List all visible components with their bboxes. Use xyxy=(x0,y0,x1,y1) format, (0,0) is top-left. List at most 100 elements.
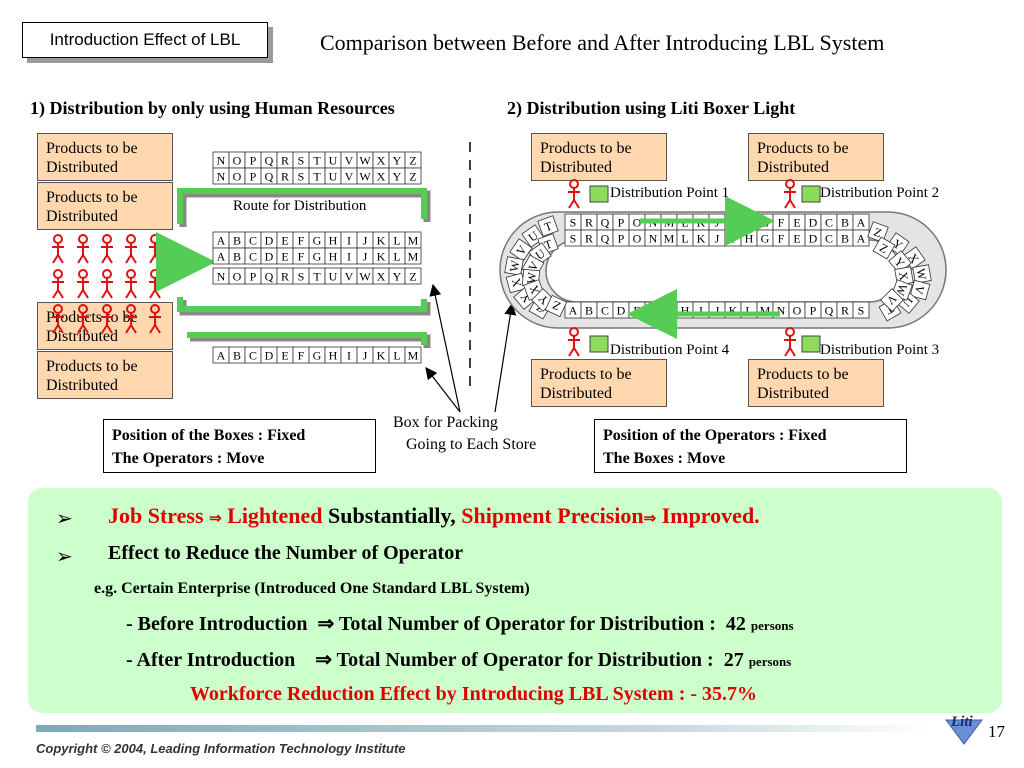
conveyor-top-letter: P xyxy=(618,232,625,246)
left-box-letter: N xyxy=(217,154,226,168)
svg-text:X: X xyxy=(896,271,911,282)
arrow-2: ⇒ xyxy=(643,511,657,527)
operator-icon xyxy=(76,234,90,264)
after-unit: persons xyxy=(748,654,792,669)
after-count: 27 xyxy=(723,649,744,671)
left-box-letter: Y xyxy=(393,170,402,184)
left-box-letter: Y xyxy=(393,270,402,284)
improved-text: Improved. xyxy=(661,503,760,528)
left-box-letter: N xyxy=(217,270,226,284)
left-box-letter: H xyxy=(329,349,338,363)
distribution-point-1: Distribution Point 1 xyxy=(610,185,730,201)
right-products-box-3: Products to be Distributed xyxy=(748,359,884,407)
conveyor-left-end-cell: Z xyxy=(544,294,568,318)
conveyor-top-letter: B xyxy=(841,216,849,230)
bullet-2: ➢ xyxy=(56,546,73,568)
operator-icon xyxy=(76,269,90,299)
left-box-letter: A xyxy=(217,250,226,264)
svg-text:V: V xyxy=(912,284,928,296)
conveyor-bottom-letter: D xyxy=(617,304,626,318)
left-products-box-1: Products to be Distributed xyxy=(37,133,173,181)
left-box-cell xyxy=(404,267,422,285)
packing-line-2: Going to Each Store xyxy=(406,436,537,453)
left-box-letter: L xyxy=(393,234,400,248)
conveyor-top-letter: R xyxy=(585,232,593,246)
before-count: 42 xyxy=(725,613,746,635)
left-box-letter: B xyxy=(233,349,241,363)
left-box-letter: Q xyxy=(265,170,274,184)
left-box-letter: S xyxy=(298,270,305,284)
left-box-letter: Z xyxy=(409,170,416,184)
conveyor-top-letter: R xyxy=(585,216,593,230)
conveyor-top-letter: P xyxy=(618,216,625,230)
left-box-letter: D xyxy=(265,250,274,264)
conveyor-top-letter: S xyxy=(570,216,577,230)
svg-text:W: W xyxy=(914,267,930,281)
left-box-letter: D xyxy=(265,234,274,248)
left-box-letter: K xyxy=(377,349,386,363)
left-box-letter: V xyxy=(345,270,354,284)
left-box-letter: O xyxy=(233,270,242,284)
left-box-letter: F xyxy=(298,234,305,248)
right-info-box: Position of the Operators : Fixed The Bo… xyxy=(594,419,907,473)
conveyor-bottom-letter: R xyxy=(841,304,849,318)
footer-bar xyxy=(36,725,932,732)
left-box-letter: L xyxy=(393,349,400,363)
svg-text:W: W xyxy=(507,259,523,273)
left-box-letter: V xyxy=(345,154,354,168)
summary-line-1: Job Stress ⇒ Lightened Substantially, Sh… xyxy=(108,503,760,529)
packing-line-1: Box for Packing xyxy=(393,414,498,431)
operator-icon xyxy=(148,304,162,334)
left-box-letter: A xyxy=(217,234,226,248)
distribution-point-4: Distribution Point 4 xyxy=(610,342,730,358)
conveyor-top-letter: Q xyxy=(601,232,610,246)
conveyor-bottom-cell xyxy=(852,301,870,319)
conveyor-bottom-letter: J xyxy=(715,304,720,318)
conveyor-right-end-cell: Z xyxy=(872,236,896,260)
operator-icon xyxy=(51,304,65,334)
operator-icon xyxy=(124,234,138,264)
right-products-box-1: Products to be Distributed xyxy=(531,133,667,181)
left-box-letter: M xyxy=(408,234,419,248)
left-products-box-2: Products to be Distributed xyxy=(37,182,173,230)
left-box-letter: P xyxy=(250,154,257,168)
before-unit: persons xyxy=(750,618,794,633)
left-box-letter: K xyxy=(377,250,386,264)
conveyor-top-letter: A xyxy=(857,216,866,230)
left-box-letter: S xyxy=(298,170,305,184)
conveyor-bottom-letter: A xyxy=(569,304,578,318)
svg-text:X: X xyxy=(509,277,525,289)
left-box-letter: W xyxy=(359,270,371,284)
right-info-line-2: The Boxes : Move xyxy=(603,450,726,467)
left-box-letter: X xyxy=(377,154,386,168)
operator-icon xyxy=(51,269,65,299)
left-box-letter: U xyxy=(329,154,338,168)
conveyor-right-end-cell: W xyxy=(912,264,932,284)
left-products-box-4: Products to be Distributed xyxy=(37,351,173,399)
left-box-letter: H xyxy=(329,250,338,264)
left-box-letter: Y xyxy=(393,154,402,168)
summary-line-4: - Before Introduction ⇒ Total Number of … xyxy=(126,611,794,636)
left-box-letter: W xyxy=(359,154,371,168)
left-box-letter: G xyxy=(313,349,322,363)
left-box-letter: O xyxy=(233,154,242,168)
before-text: - Before Introduction xyxy=(126,613,308,635)
conveyor-top-letter: E xyxy=(793,216,800,230)
left-box-letter: C xyxy=(249,250,257,264)
conveyor-top-letter: N xyxy=(649,232,658,246)
conveyor-top-letter: E xyxy=(793,232,800,246)
left-box-cell xyxy=(404,247,422,265)
left-box-letter: T xyxy=(313,270,321,284)
operator-icon xyxy=(124,304,138,334)
operator-icon xyxy=(148,234,162,264)
svg-text:Z: Z xyxy=(872,225,884,241)
left-box-letter: J xyxy=(363,250,368,264)
left-info-line-2: The Operators : Move xyxy=(112,450,265,467)
logo-text: Liti xyxy=(950,714,973,730)
conveyor-bottom-letter: H xyxy=(681,304,690,318)
left-box-letter: M xyxy=(408,250,419,264)
left-box-letter: S xyxy=(298,154,305,168)
after-text: - After Introduction xyxy=(126,649,296,671)
conveyor-bottom-letter: L xyxy=(745,304,752,318)
page-number: 17 xyxy=(988,722,1005,741)
